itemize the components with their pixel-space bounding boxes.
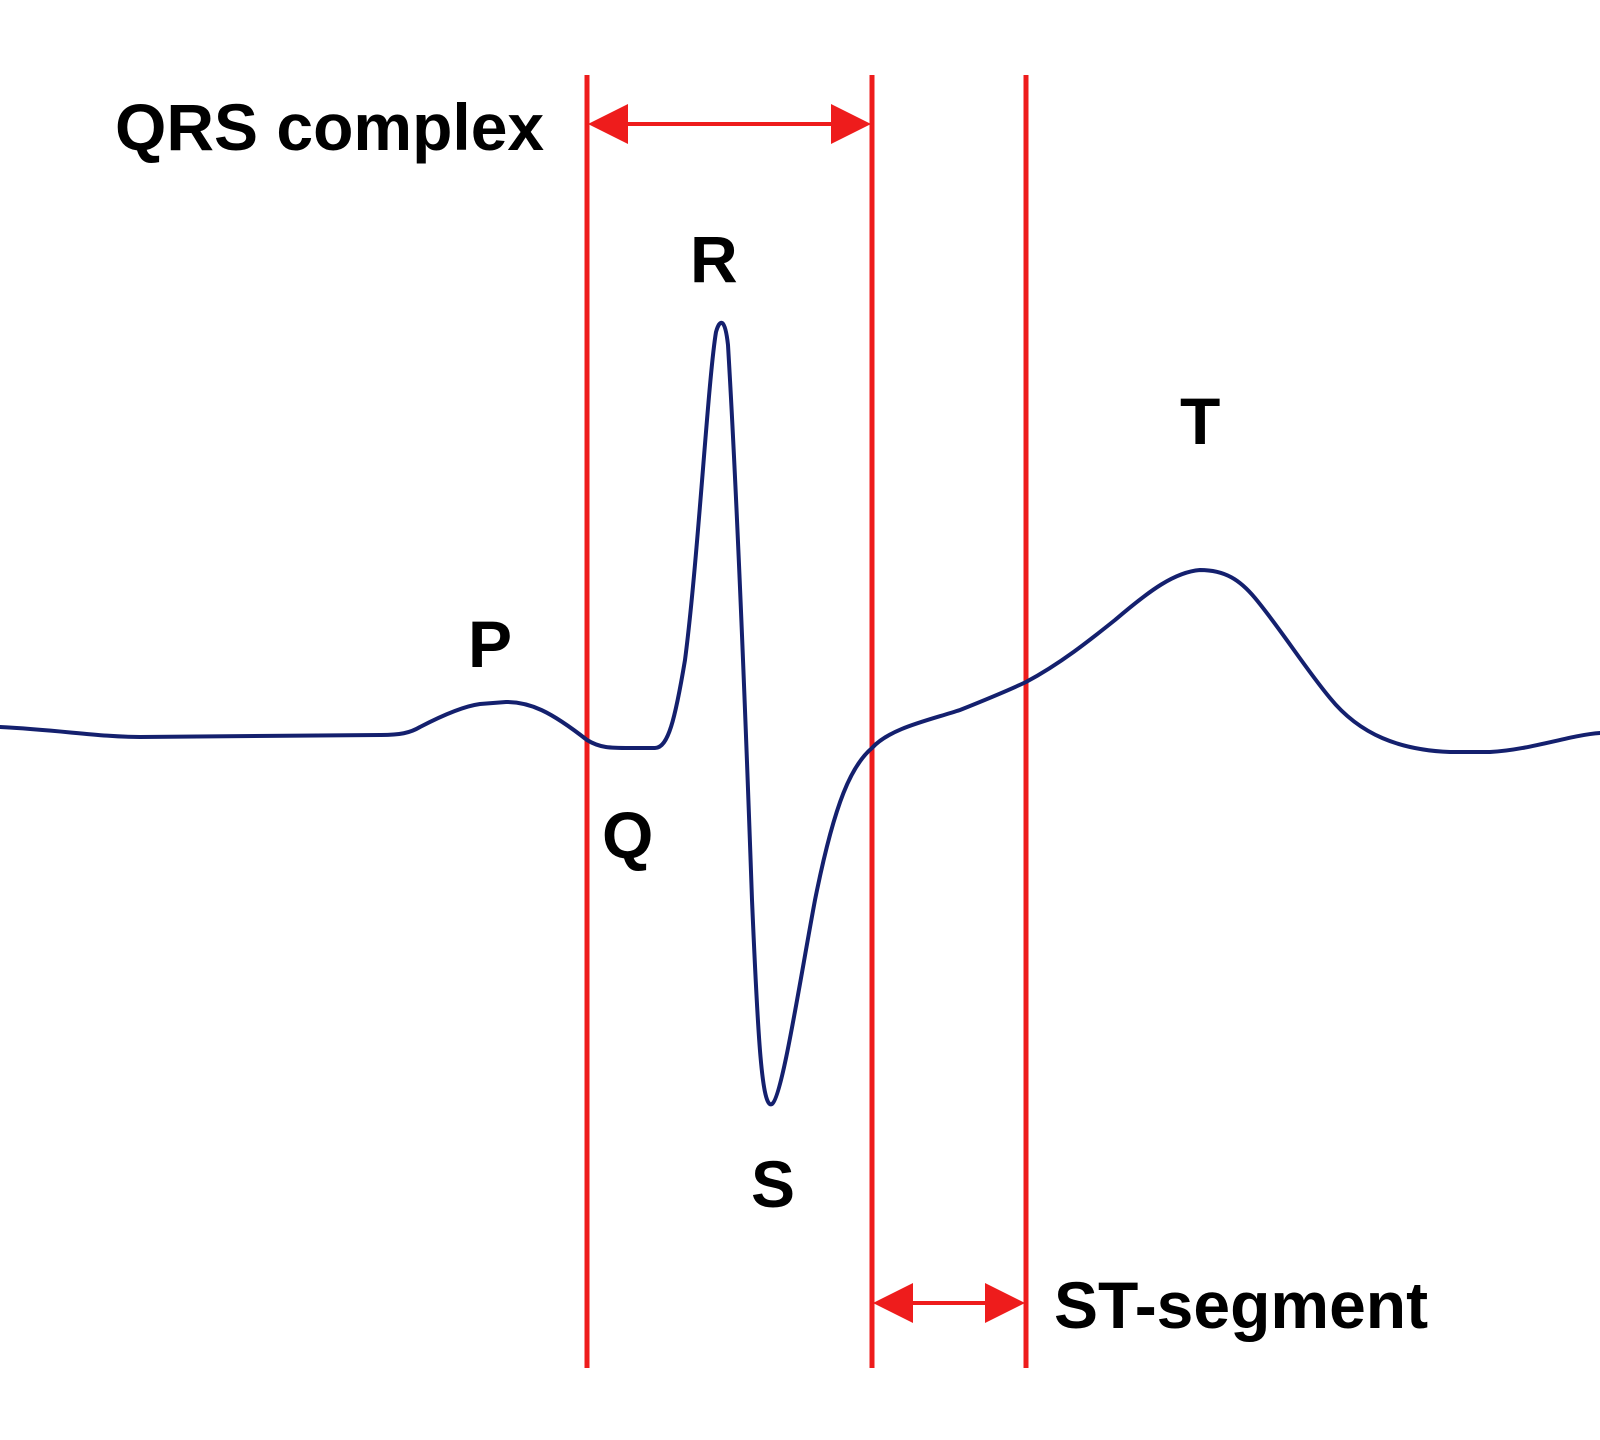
qrs-complex-label: QRS complex [115,90,544,164]
q-wave-label: Q [602,798,653,872]
st-segment-label: ST-segment [1054,1268,1428,1342]
r-wave-label: R [690,222,738,296]
p-wave-label: P [468,607,512,681]
s-wave-label: S [751,1147,795,1221]
t-wave-label: T [1180,384,1220,458]
ecg-waveform [0,320,1600,1107]
